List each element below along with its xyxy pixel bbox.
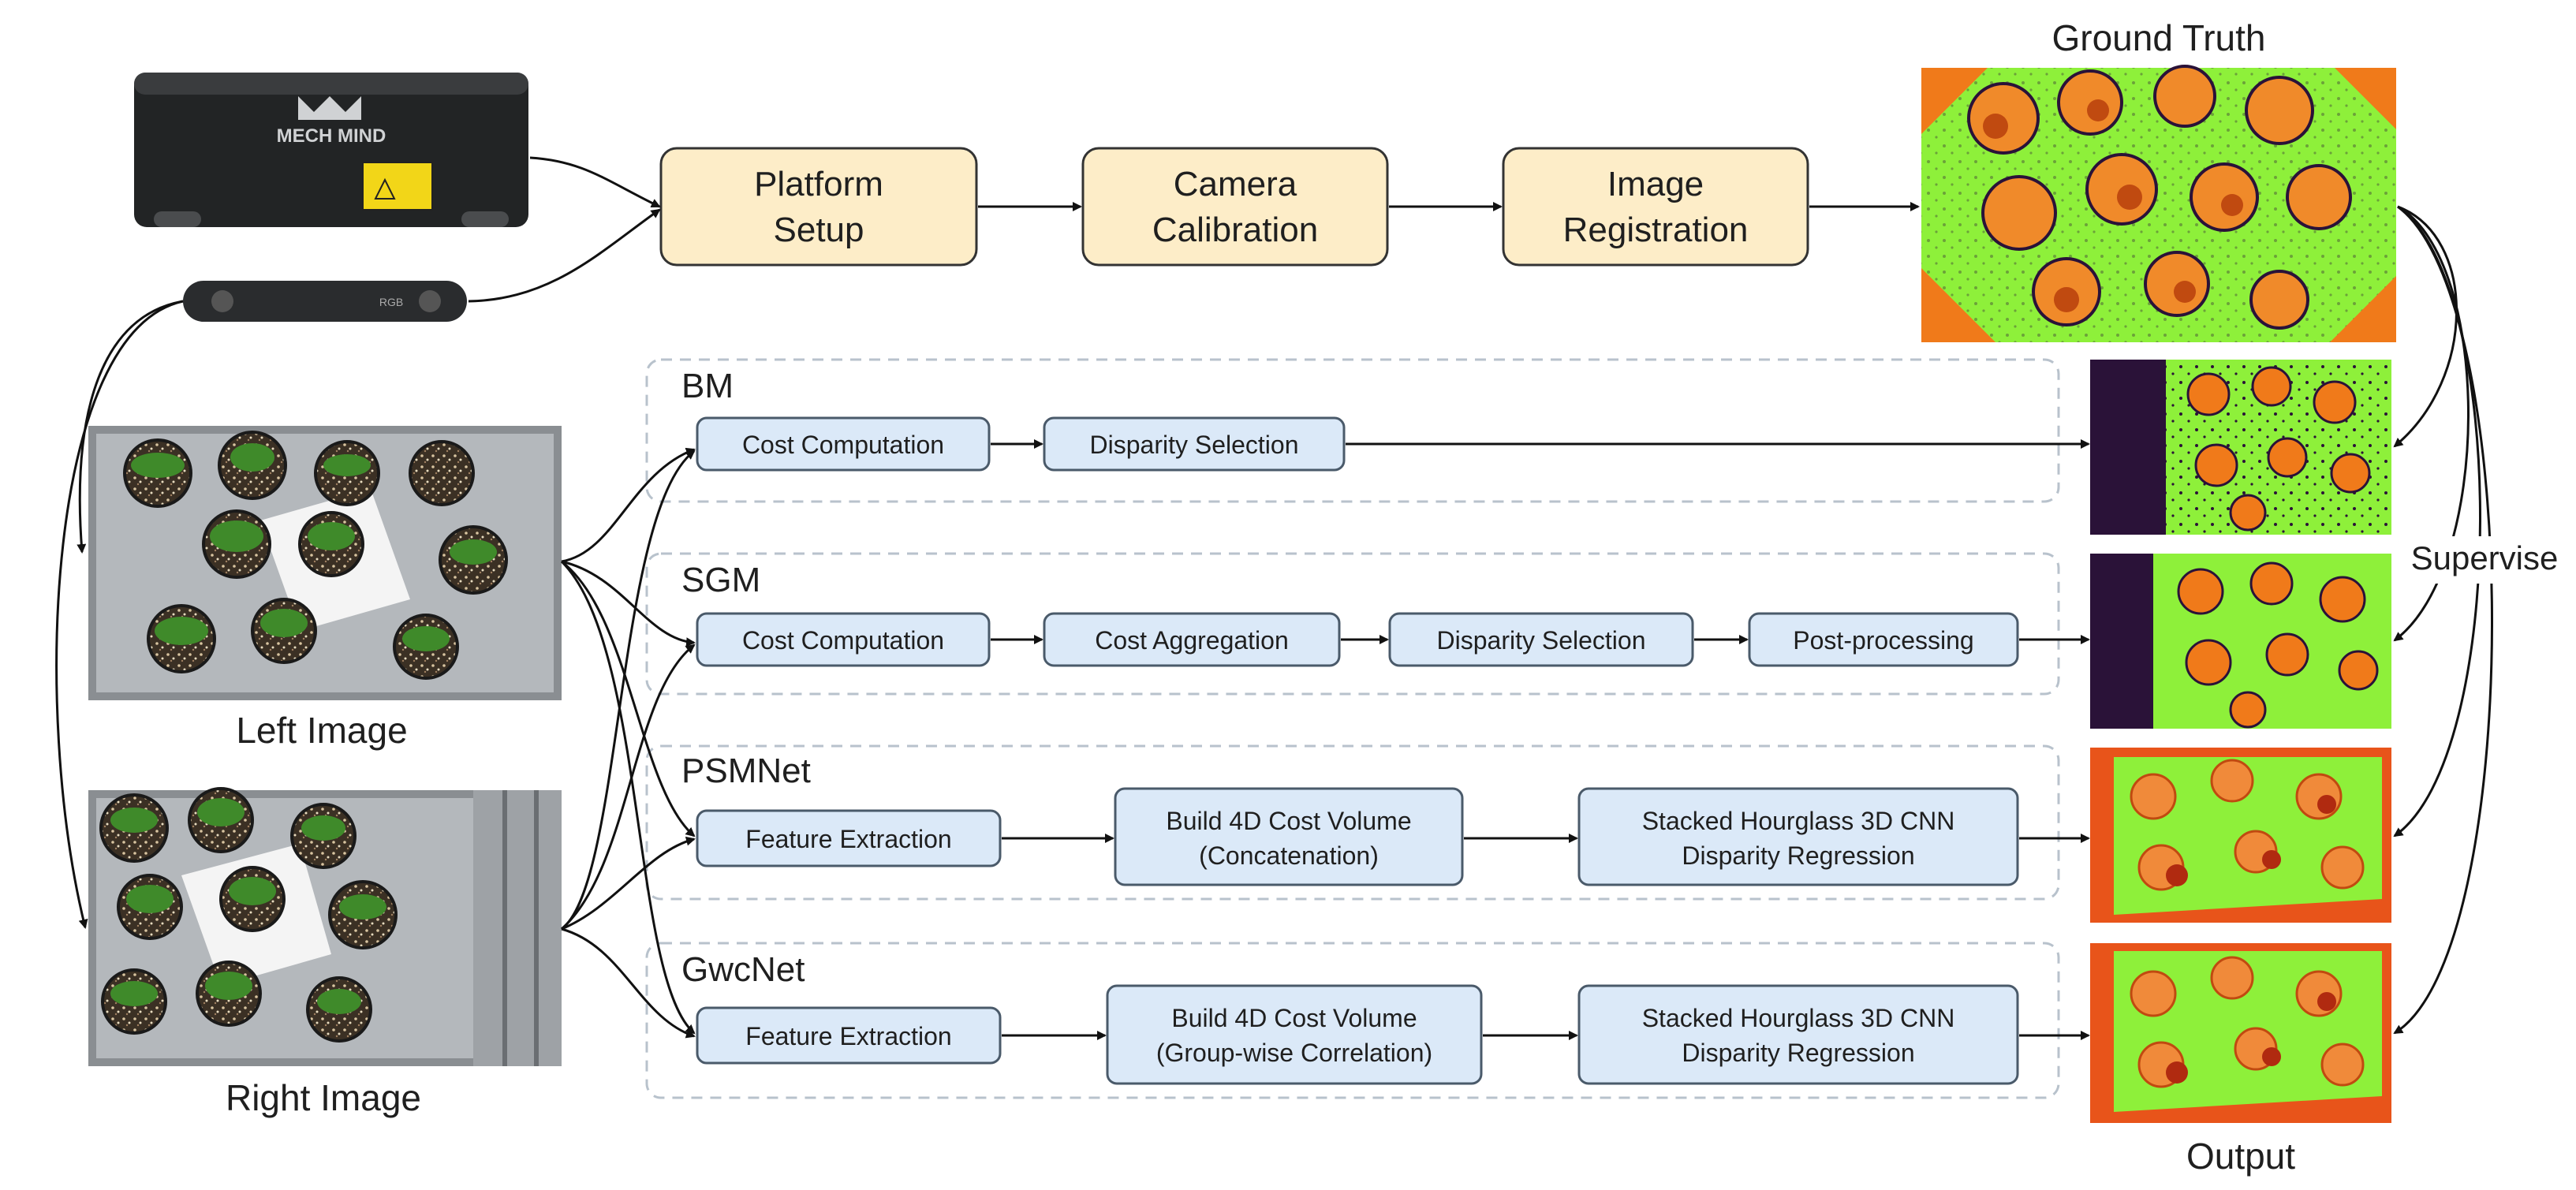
psmnet-feature-extraction: Feature Extraction [745, 825, 951, 853]
psmnet-cost-volume-line2: (Concatenation) [1199, 841, 1379, 870]
bm-disparity-selection: Disparity Selection [1090, 431, 1299, 459]
arrow-rgb-to-right [55, 300, 184, 929]
stereo-input-arrows [560, 447, 696, 1039]
output-label: Output [2186, 1136, 2295, 1177]
camera-badge: RGB [379, 296, 403, 308]
bm-cost-computation-box [696, 416, 991, 472]
sgm-cost-aggregation: Cost Aggregation [1095, 626, 1289, 655]
sgm-label: SGM [681, 561, 760, 599]
gwcnet-cost-volume-line2: (Group-wise Correlation) [1156, 1039, 1432, 1067]
gwcnet-hourglass-line2: Disparity Regression [1682, 1039, 1914, 1067]
camera-calibration-line2: Calibration [1152, 211, 1318, 249]
image-registration-line2: Registration [1563, 211, 1749, 249]
camera-brand-label: MECH MIND [277, 125, 386, 147]
supervise-arrows [2393, 205, 2493, 1035]
gwcnet-hourglass-line1: Stacked Hourglass 3D CNN [1642, 1004, 1955, 1032]
psmnet-hourglass-box [1577, 787, 2019, 886]
sgm-cost-computation-box [696, 612, 991, 667]
psmnet-cost-volume-box [1114, 787, 1464, 886]
image-registration-line1: Image [1607, 165, 1704, 203]
bm-cost-computation: Cost Computation [742, 431, 944, 459]
sgm-cost-computation: Cost Computation [742, 626, 944, 655]
sgm-disparity-selection: Disparity Selection [1437, 626, 1646, 655]
gwcnet-cost-volume-line1: Build 4D Cost Volume [1171, 1004, 1417, 1032]
ground-truth-label: Ground Truth [2051, 17, 2265, 58]
psmnet-output-map [2090, 748, 2391, 923]
bm-steps: Cost Computation Disparity Selection [696, 416, 2090, 472]
gwcnet-feature-extraction-box [696, 1006, 1002, 1065]
psmnet-hourglass-line1: Stacked Hourglass 3D CNN [1642, 807, 1955, 835]
sgm-post-processing: Post-processing [1793, 626, 1973, 655]
gwcnet-label: GwcNet [681, 950, 805, 989]
psmnet-cost-volume-line1: Build 4D Cost Volume [1166, 807, 1411, 835]
sgm-steps: Cost Computation Cost Aggregation Dispar… [696, 612, 2090, 667]
bm-disparity-selection-box [1043, 416, 1346, 472]
right-image [88, 787, 562, 1066]
psmnet-hourglass-line2: Disparity Regression [1682, 841, 1914, 870]
right-image-label: Right Image [226, 1077, 421, 1118]
bm-label: BM [681, 367, 734, 405]
method-groups [645, 358, 2060, 1099]
top-pipeline: Platform Setup Camera Calibration Image … [468, 147, 1920, 303]
sgm-cost-aggregation-box [1043, 612, 1341, 667]
supervise-label-bg [2399, 536, 2573, 584]
psmnet-steps: Feature Extraction Build 4D Cost Volume … [696, 787, 2090, 886]
image-registration-box [1502, 147, 1809, 267]
left-image [88, 426, 562, 700]
gwcnet-feature-extraction: Feature Extraction [745, 1022, 951, 1050]
mech-mind-camera: MECH MIND [134, 73, 528, 227]
gwcnet-output-map [2090, 943, 2391, 1123]
arrow-camera-to-setup [529, 156, 661, 208]
platform-setup-line1: Platform [754, 165, 883, 203]
rgb-stereo-camera: RGB [183, 281, 467, 322]
arrow-rgb-to-setup [468, 208, 661, 303]
arrow-rgb-to-left [77, 300, 184, 554]
gwcnet-cost-volume-box [1106, 984, 1483, 1085]
psmnet-feature-extraction-box [696, 809, 1002, 867]
laser-warning-label [362, 162, 433, 211]
gwcnet-steps: Feature Extraction Build 4D Cost Volume … [696, 984, 2090, 1085]
bm-output-map [2090, 360, 2391, 535]
sgm-disparity-selection-box [1388, 612, 1694, 667]
supervise-label: Supervise [2411, 539, 2559, 576]
psmnet-label: PSMNet [681, 752, 811, 790]
platform-setup-line2: Setup [774, 211, 864, 249]
sgm-post-processing-box [1748, 612, 2019, 667]
gwcnet-hourglass-box [1577, 984, 2019, 1085]
ground-truth-image [1921, 65, 2396, 342]
left-image-label: Left Image [236, 710, 407, 751]
camera-calibration-line1: Camera [1174, 165, 1297, 203]
camera-calibration-box [1081, 147, 1389, 267]
platform-setup-box [659, 147, 978, 267]
sgm-output-map [2090, 554, 2391, 729]
